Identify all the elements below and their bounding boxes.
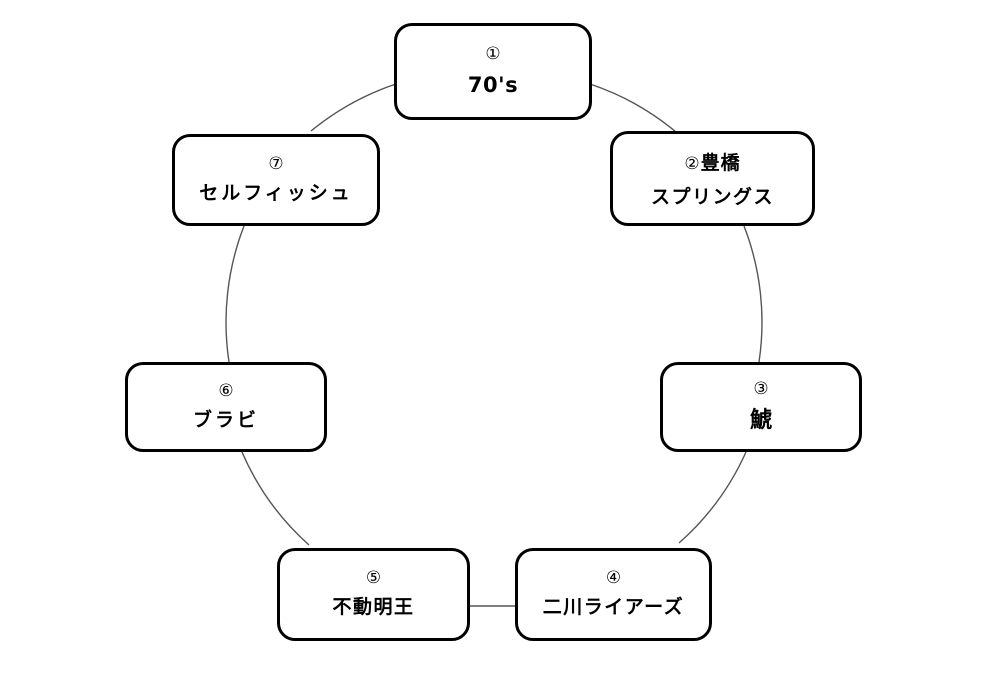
node-box-2[interactable]: ②豊橋 スプリングス [610, 131, 815, 226]
node-label-7: セルフィッシュ [199, 181, 353, 204]
node-number-7: ⑦ [268, 153, 284, 174]
node-box-6[interactable]: ⑥ ブラビ [125, 362, 327, 452]
node-box-7[interactable]: ⑦ セルフィッシュ [172, 134, 380, 226]
connector-1-2 [589, 83, 677, 133]
node-label-4: 二川ライアーズ [542, 596, 685, 619]
node-header-2: ②豊橋 [684, 148, 740, 175]
node-number-3: ③ [753, 378, 769, 399]
node-label-2: 豊橋 [700, 152, 741, 175]
node-number-2: ② [684, 154, 701, 175]
node-box-1[interactable]: ① 70's [394, 23, 592, 120]
connector-5-6 [241, 451, 310, 546]
node-number-6: ⑥ [218, 380, 234, 401]
node-label-1: 70's [467, 72, 519, 97]
node-number-4: ④ [605, 568, 622, 589]
node-box-4[interactable]: ④ 二川ライアーズ [515, 548, 712, 641]
connector-6-7 [225, 225, 245, 363]
node-label-6: ブラビ [192, 408, 259, 431]
node-sublabel-2: スプリングス [650, 186, 774, 209]
node-number-5: ⑤ [365, 568, 382, 589]
node-number-1: ① [485, 43, 501, 64]
connector-7-1 [310, 83, 397, 132]
node-label-5: 不動明王 [332, 596, 415, 619]
node-box-5[interactable]: ⑤ 不動明王 [277, 548, 470, 641]
connector-2-3 [743, 225, 763, 363]
node-box-3[interactable]: ③ 鯱 [660, 362, 862, 452]
connector-3-4 [678, 451, 747, 544]
node-label-3: 鯱 [749, 407, 772, 433]
